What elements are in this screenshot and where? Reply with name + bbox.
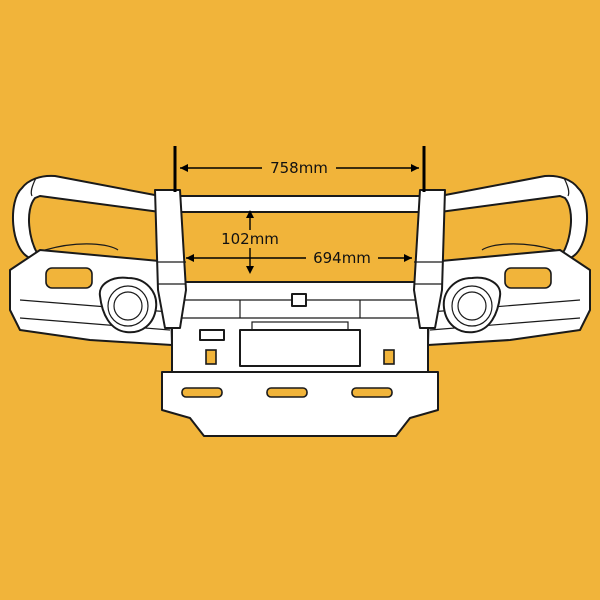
plate-mount <box>239 329 361 367</box>
dimension-758 <box>180 164 419 172</box>
bash-plate <box>161 371 439 437</box>
hoop-tube <box>12 174 588 259</box>
right-slot-1 <box>383 349 395 365</box>
label-694mm: 694mm <box>313 249 371 267</box>
label-758mm: 758mm <box>270 159 328 177</box>
right-indicator <box>504 267 552 289</box>
dimension-102 <box>246 210 254 274</box>
label-102mm: 102mm <box>221 230 279 248</box>
left-indicator <box>45 267 93 289</box>
dimension-694 <box>186 254 412 262</box>
left-upright <box>154 189 187 329</box>
right-upright <box>413 189 446 329</box>
left-fog-light <box>107 285 149 327</box>
left-slot-1 <box>205 349 217 365</box>
right-fog-light <box>451 285 493 327</box>
winch-fairlead <box>291 293 307 307</box>
